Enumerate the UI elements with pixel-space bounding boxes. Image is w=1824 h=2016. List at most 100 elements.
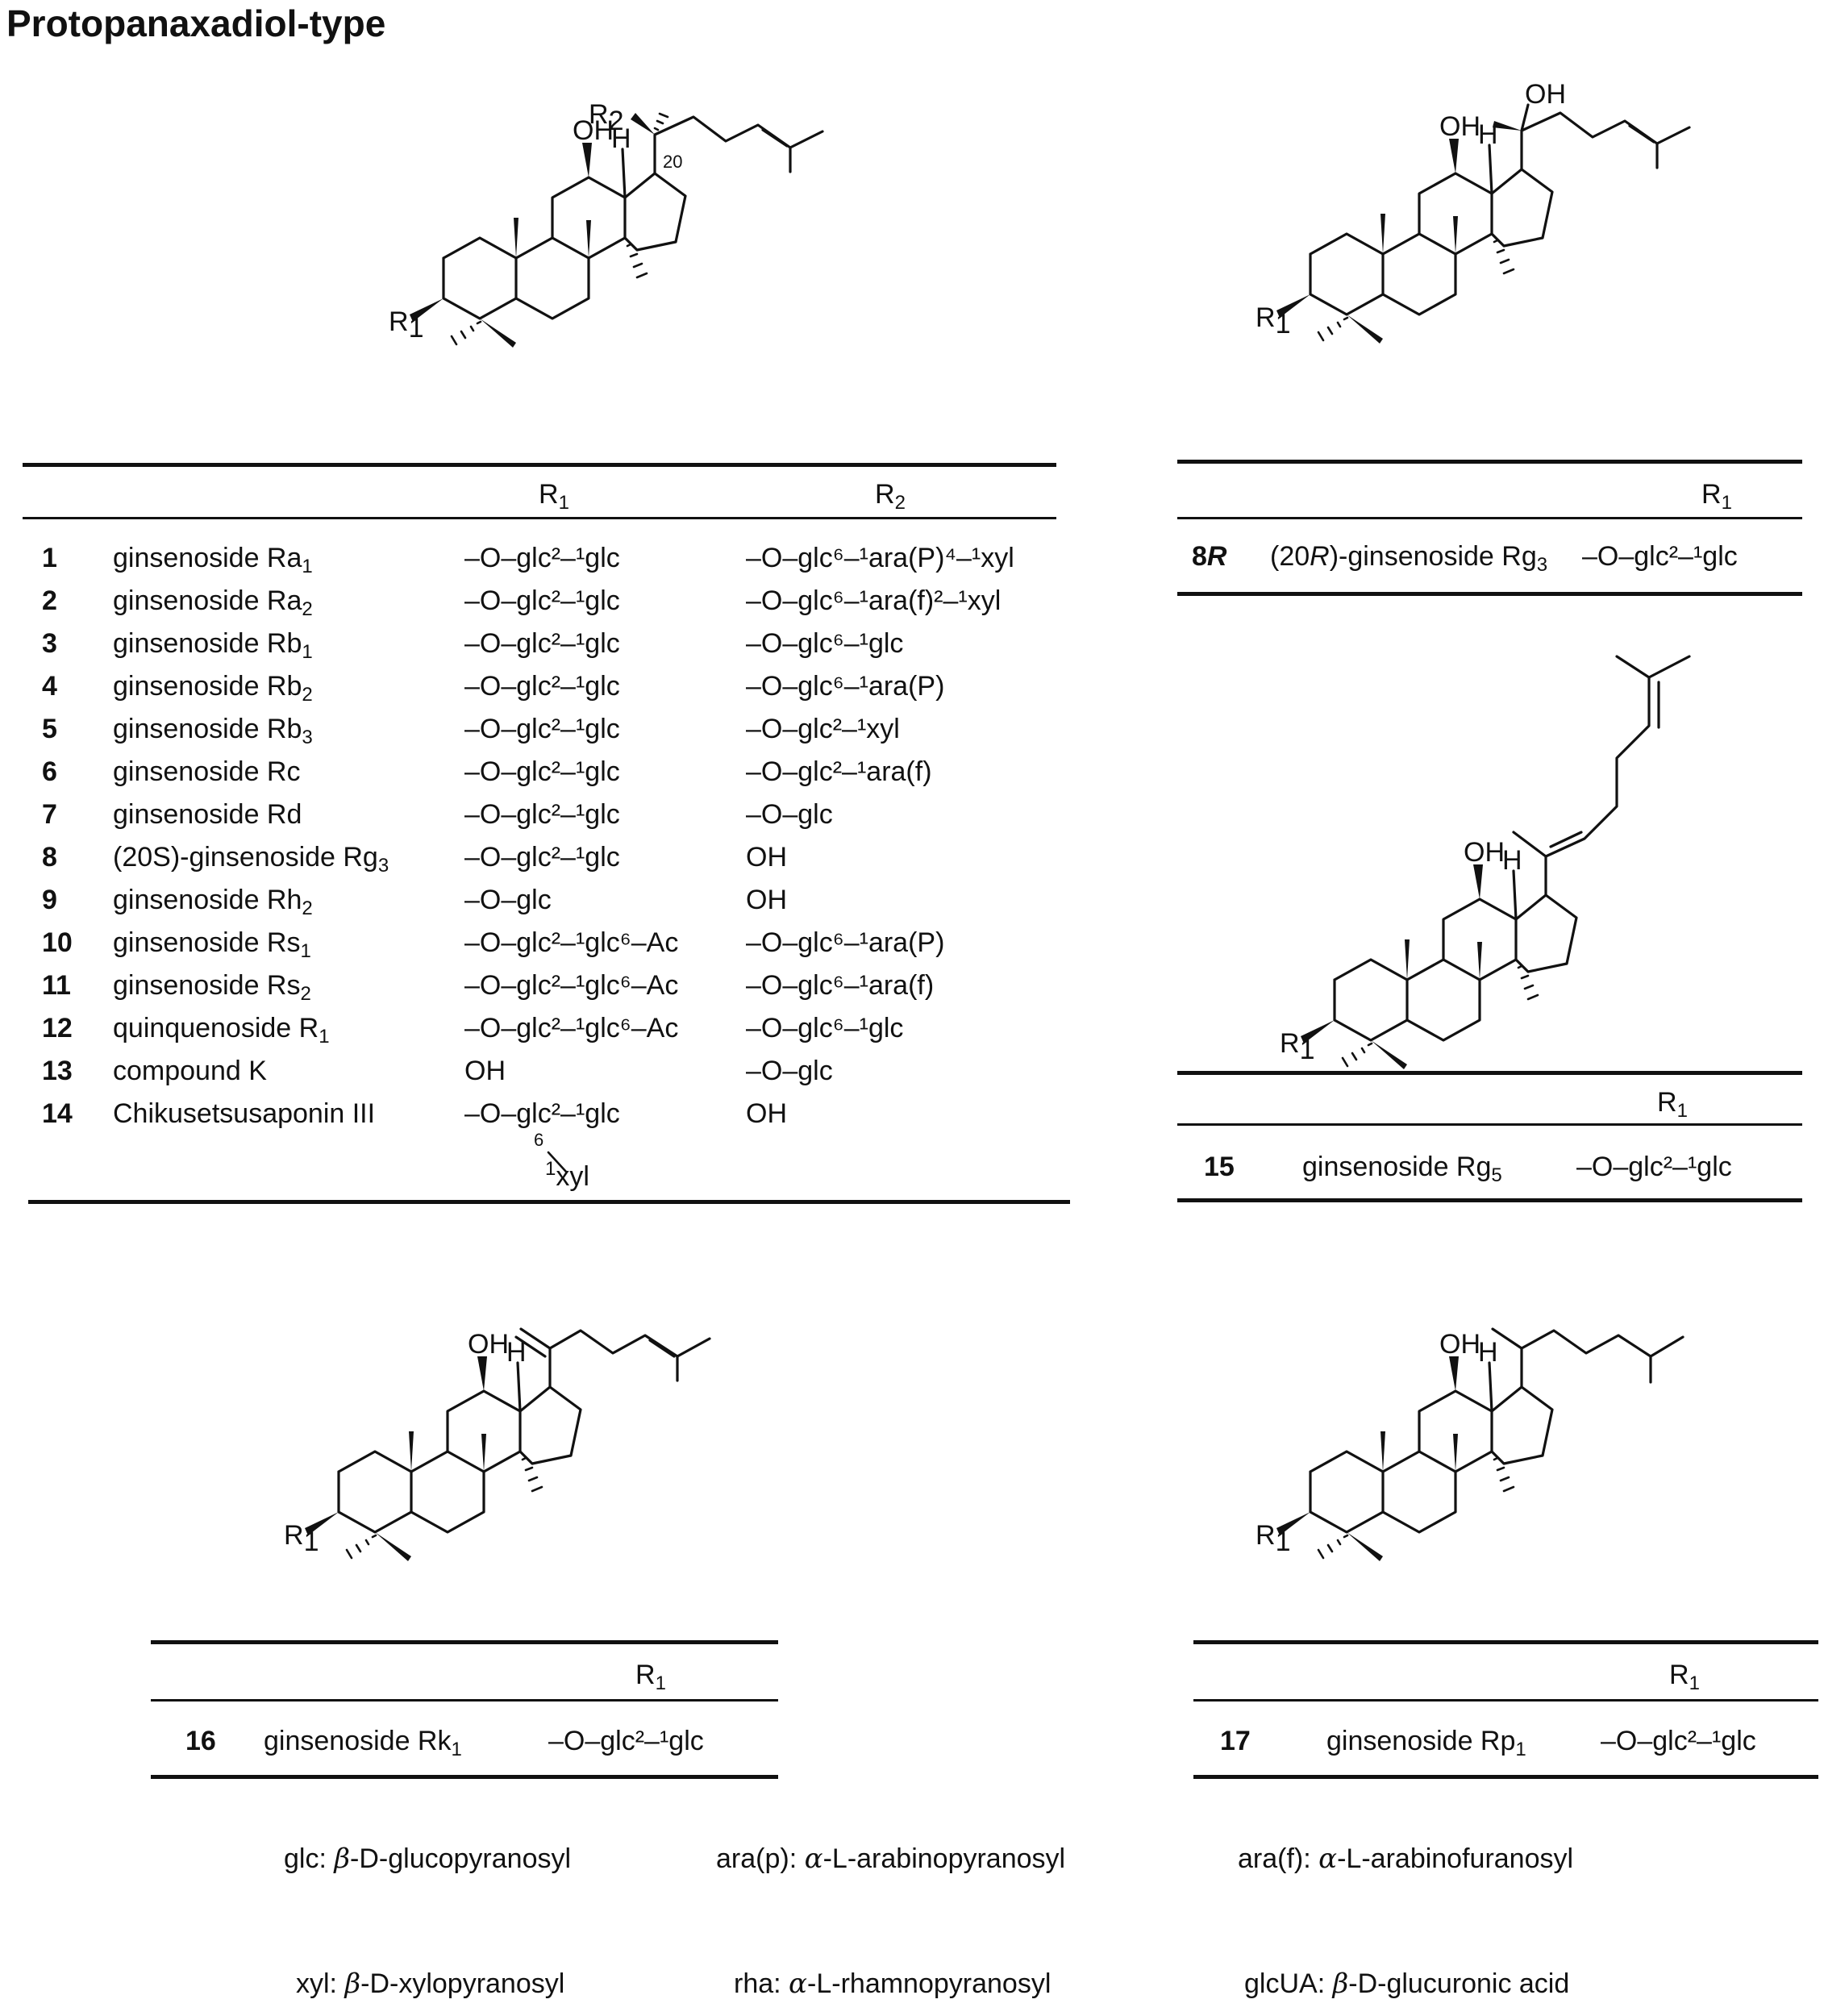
branch-position-6: 6	[534, 1130, 543, 1150]
substituent-r1: –O–glc²–¹glc⁶–Ac	[464, 1013, 679, 1043]
compound-number: 4	[42, 671, 57, 702]
legend-entry: glcUA: β-D-glucuronic acid	[1244, 1968, 1570, 2000]
header-r2: R2	[875, 479, 906, 514]
r1-label: R1	[284, 1520, 319, 1557]
compound-number: 8	[42, 842, 57, 873]
structure-8R: R1 OH H OH	[1256, 79, 1691, 344]
legend-entry: xyl: β-D-xylopyranosyl	[296, 1968, 565, 2000]
compound-name: (20S)-ginsenoside Rg3	[113, 842, 389, 877]
compound-name: compound K	[113, 1056, 267, 1086]
table-rule-top	[23, 463, 1056, 467]
rule-bottom	[1193, 1775, 1818, 1779]
substituent-r2: OH	[746, 885, 787, 915]
steroid-core	[305, 1327, 711, 1561]
header-r1: R1	[635, 1660, 666, 1694]
substituent-r1: –O–glc²–¹glc	[464, 799, 620, 830]
compound-name: ginsenoside Rd	[113, 799, 302, 830]
compound-number: 17	[1220, 1726, 1251, 1756]
compound-name: ginsenoside Rp1	[1326, 1726, 1526, 1760]
compound-name: Chikusetsusaponin III	[113, 1098, 376, 1129]
legend-entry: ara(f): α-L-arabinofuranosyl	[1238, 1843, 1574, 1875]
compound-number: 7	[42, 799, 57, 830]
legend-entry: ara(p): α-L-arabinopyranosyl	[716, 1843, 1066, 1875]
structure-17: R1 OH H	[1256, 1327, 1684, 1561]
h-label: H	[611, 123, 631, 154]
substituent-r1: –O–glc²–¹glc	[464, 585, 620, 616]
substituent-r2: –O–glc⁶–¹ara(f)²–¹xyl	[746, 585, 1002, 616]
figure-title: Protopanaxadiol-type	[6, 2, 386, 44]
oh-label: OH	[1439, 111, 1480, 142]
substituent-r1: –O–glc²–¹glc	[464, 756, 620, 787]
rule-top	[1177, 460, 1802, 464]
compound-number: 13	[42, 1056, 73, 1086]
substituent-r2: –O–glc	[746, 1056, 833, 1086]
r1-label: R1	[389, 306, 423, 344]
compound-r1: –O–glc²–¹glc	[1601, 1726, 1756, 1756]
rule-bottom	[151, 1775, 778, 1779]
header-r1: R1	[1701, 479, 1732, 514]
substituent-r1: –O–glc²–¹glc	[464, 628, 620, 659]
substituent-r2: –O–glc⁶–¹ara(P)⁴–¹xyl	[746, 543, 1014, 573]
substituent-r1: OH	[464, 1056, 506, 1086]
substituent-r1: –O–glc	[464, 885, 552, 915]
structure-main: R1 OH H R2 20	[389, 99, 824, 348]
substituent-r1: –O–glc²–¹glc	[464, 1098, 620, 1129]
compound-number: 5	[42, 714, 57, 744]
substituent-r2: –O–glc²–¹xyl	[746, 714, 900, 744]
steroid-core	[1276, 103, 1691, 344]
compound-name: ginsenoside Rk1	[264, 1726, 462, 1760]
compound-number: 15	[1204, 1152, 1235, 1182]
header-r1: R1	[1669, 1660, 1700, 1694]
oh-label: OH	[468, 1329, 509, 1360]
compound-r1: –O–glc²–¹glc	[1576, 1152, 1732, 1182]
oh-label: OH	[573, 115, 614, 146]
substituent-r1: –O–glc²–¹glc⁶–Ac	[464, 927, 679, 958]
header-r1: R1	[539, 479, 569, 514]
compound-number: 3	[42, 628, 57, 659]
oh-label: OH	[1439, 1329, 1480, 1360]
r2-label: R2	[589, 99, 623, 136]
structure-15: R1 OH H	[1280, 655, 1691, 1069]
steroid-core	[1301, 655, 1691, 1069]
h-label: H	[506, 1337, 527, 1368]
h-label: H	[1502, 845, 1522, 876]
compound-name: ginsenoside Rs1	[113, 927, 311, 962]
substituent-r1: –O–glc²–¹glc⁶–Ac	[464, 970, 679, 1001]
legend-entry: glc: β-D-glucopyranosyl	[284, 1843, 572, 1875]
compound-name: ginsenoside Ra2	[113, 585, 313, 620]
compound-r1: –O–glc²–¹glc	[548, 1726, 704, 1756]
substituent-r2: –O–glc⁶–¹ara(f)	[746, 970, 935, 1001]
rule-mid	[1193, 1699, 1818, 1702]
compound-name: ginsenoside Rh2	[113, 885, 313, 919]
rule-bottom	[1177, 1198, 1802, 1202]
structure-16: R1 OH H	[284, 1327, 711, 1561]
oh20-label: OH	[1525, 79, 1566, 110]
legend-entry: rha: α-L-rhamnopyranosyl	[734, 1968, 1052, 2000]
compound-number: 14	[42, 1098, 73, 1129]
compound-name: ginsenoside Rb1	[113, 628, 313, 663]
compound-name: ginsenoside Rs2	[113, 970, 311, 1005]
compound-number: 8R	[1192, 541, 1227, 572]
compound-name: ginsenoside Rb3	[113, 714, 313, 748]
rule-top	[1193, 1640, 1818, 1644]
compound-number: 10	[42, 927, 73, 958]
substituent-r2: OH	[746, 842, 787, 873]
rule-mid	[1177, 517, 1802, 519]
substituent-r2: –O–glc²–¹ara(f)	[746, 756, 932, 787]
h-label: H	[1478, 119, 1498, 150]
compound-number: 12	[42, 1013, 73, 1043]
compound-name: ginsenoside Rb2	[113, 671, 313, 706]
substituent-r2: –O–glc⁶–¹ara(P)	[746, 927, 945, 958]
substituent-r2: –O–glc⁶–¹glc	[746, 1013, 904, 1043]
substituent-r2: –O–glc	[746, 799, 833, 830]
steroid-core	[1276, 1327, 1684, 1561]
r1-label: R1	[1256, 1520, 1290, 1557]
oh-label: OH	[1464, 837, 1505, 868]
rule-bottom	[1177, 592, 1802, 596]
r1-label: R1	[1256, 302, 1290, 339]
xyl-branch-label: 1xyl	[545, 1158, 589, 1192]
table-rule-header	[23, 517, 1056, 519]
compound-number: 9	[42, 885, 57, 915]
rule-top	[1177, 1071, 1802, 1075]
substituent-r1: –O–glc²–¹glc	[464, 842, 620, 873]
